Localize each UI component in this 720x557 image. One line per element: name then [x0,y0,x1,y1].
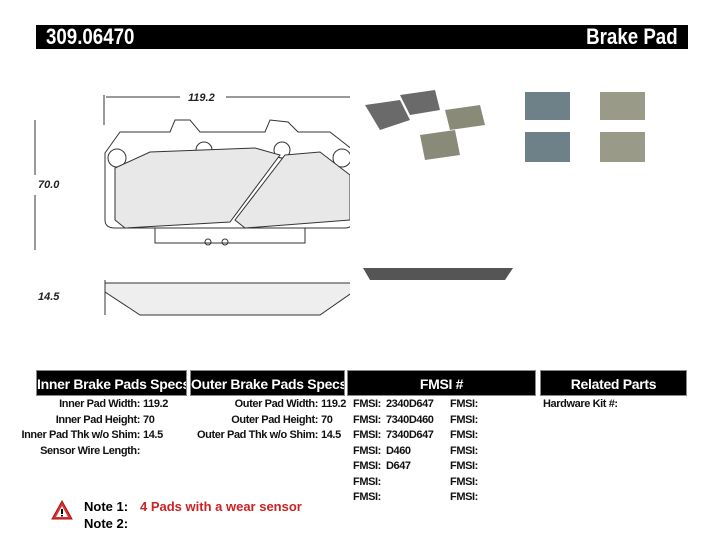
outer-specs-header: Outer Brake Pads Specs [190,370,345,396]
outer-values: 119.2 70 14.5 [321,397,349,444]
inner-specs-header: Inner Brake Pads Specs [36,370,187,396]
fmsi-label: FMSI: [353,460,381,472]
outer-spec-label: Outer Pad Thk w/o Shim: [197,429,318,441]
outer-spec-value: 119.2 [321,398,346,410]
technical-drawing: 119.2 70.0 14.5 [34,92,350,316]
outer-spec-value: 14.5 [321,429,341,441]
outer-spec-value: 70 [321,413,333,426]
fmsi-label: FMSI: [450,413,478,426]
fmsi-label: FMSI: [450,398,478,410]
fmsi-row: FMSI: 7340D460 [353,413,445,429]
fmsi-row: FMSI: [353,490,445,506]
fmsi-value: 7340D647 [385,429,434,441]
outer-spec-label: Outer Pad Height: [231,413,318,426]
fmsi-label: FMSI: [353,475,381,488]
fmsi-label: FMSI: [450,475,478,488]
fmsi-row: FMSI: [450,413,530,429]
product-type: Brake Pad [586,24,678,49]
related-parts-header: Related Parts [540,370,687,396]
fmsi-row: FMSI: 2340D647 [353,397,445,413]
note2-label: Note 2: [84,516,129,531]
inner-spec-value: 119.2 [143,398,168,410]
fmsi-row: FMSI: D460 [353,444,445,460]
fmsi-value: D647 [385,460,411,472]
part-number: 309.06470 [46,24,135,49]
fmsi-value: 2340D647 [385,398,434,410]
fmsi-label: FMSI: [450,444,478,457]
fmsi-header: FMSI # [347,370,536,396]
outer-labels: Outer Pad Width: Outer Pad Height: Outer P… [180,397,318,444]
fmsi-row: FMSI: [450,397,530,413]
fmsi-row: FMSI: [450,475,530,491]
fmsi-row: FMSI: [353,475,445,491]
inner-spec-label: Sensor Wire Length: [40,444,140,457]
fmsi-label: FMSI: [353,444,381,457]
inner-values: 119.2 70 14.5 [143,397,173,444]
height-dimension: 70.0 [38,179,60,191]
fmsi-label: FMSI: [450,460,478,472]
fmsi-label: FMSI: [353,429,381,441]
inner-labels: Inner Pad Width: Inner Pad Height: Inner P… [0,397,140,459]
fmsi-row: FMSI: [450,428,530,444]
thickness-dimension: 14.5 [38,291,60,303]
title-bar: 309.06470 Brake Pad [36,25,688,49]
fmsi-label: FMSI: [450,491,478,503]
fmsi-row: FMSI: 7340D647 [353,428,445,444]
fmsi-col2: FMSI: FMSI: FMSI: FMSI: FMSI: FMSI: FMSI: [450,397,530,506]
inner-spec-label: Inner Pad Height: [55,413,141,426]
inner-spec-value: 14.5 [143,429,163,441]
note1-text: 4 Pads with a wear sensor [140,499,302,514]
fmsi-label: FMSI: [353,398,381,410]
fmsi-value: D460 [385,444,411,457]
fmsi-label: FMSI: [353,413,381,426]
inner-spec-label: Inner Pad Width: [59,398,140,410]
fmsi-label: FMSI: [450,429,478,441]
inner-spec-value: 70 [143,413,155,426]
inner-spec-label: Inner Pad Thk w/o Shim: [21,429,140,441]
fmsi-value: 7340D460 [385,413,434,426]
fmsi-row: FMSI: [450,444,530,460]
related-part-label: Hardware Kit #: [543,398,618,410]
note1-label: Note 1: [84,499,129,514]
fmsi-row: FMSI: [450,459,530,475]
fmsi-label: FMSI: [353,491,381,503]
warning-triangle-icon [51,499,73,520]
width-dimension: 119.2 [188,92,215,104]
product-photos [363,90,645,280]
fmsi-row: FMSI: [450,490,530,506]
fmsi-row: FMSI: D647 [353,459,445,475]
related-parts: Hardware Kit #: [543,397,683,413]
outer-spec-label: Outer Pad Width: [234,398,319,410]
